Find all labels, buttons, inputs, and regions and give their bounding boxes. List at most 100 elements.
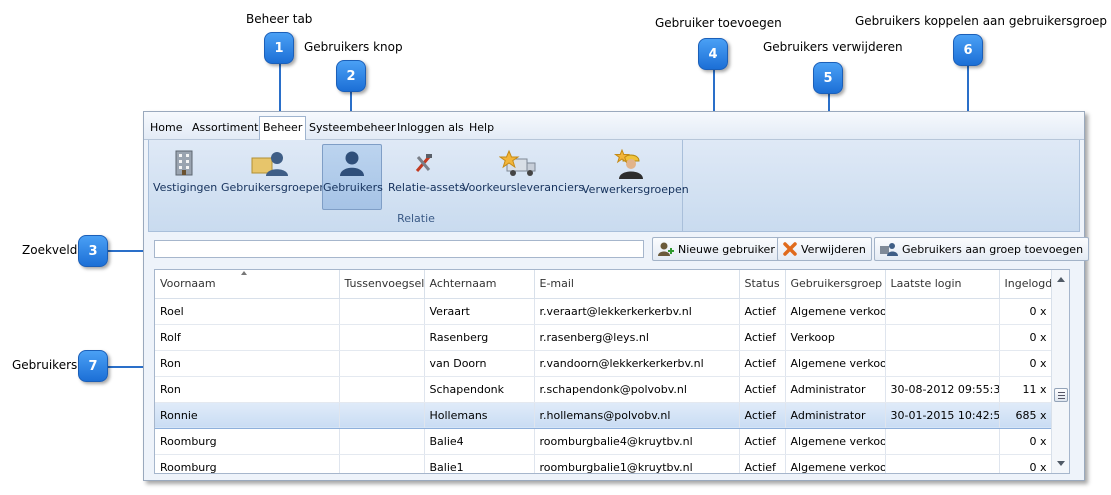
cell-status: Actief bbox=[739, 324, 786, 351]
cell-status: Actief bbox=[739, 376, 786, 403]
cell-voornaam: Ronnie bbox=[155, 401, 340, 429]
ribbon-button-relatie-assets[interactable]: Relatie-assets bbox=[387, 144, 465, 210]
vertical-scrollbar[interactable] bbox=[1051, 270, 1069, 473]
column-header-achternaam[interactable]: Achternaam bbox=[424, 270, 535, 299]
scroll-up-arrow-icon[interactable] bbox=[1057, 277, 1065, 282]
cell-gebruikersgroep: Verkoop bbox=[785, 324, 886, 351]
ribbon-button-verwerkersgroepen[interactable]: Verwerkersgroepen bbox=[581, 144, 689, 210]
column-header-voornaam[interactable]: Voornaam bbox=[155, 270, 340, 299]
cell-achternaam: Balie1 bbox=[424, 454, 535, 473]
table-row[interactable]: Rolf Rasenberg r.rasenberg@leys.nl Actie… bbox=[155, 324, 1053, 351]
cell-status: Actief bbox=[739, 454, 786, 473]
ribbon-button-label: Gebruikersgroepen bbox=[221, 181, 327, 194]
menu-item-systeembeheer[interactable]: Systeembeheer bbox=[309, 121, 396, 134]
cell-voornaam: Roomburg bbox=[155, 454, 340, 473]
delete-user-label: Verwijderen bbox=[801, 242, 866, 256]
search-input[interactable] bbox=[154, 240, 644, 258]
cell-laatste-login: 30-08-2012 09:55:32 bbox=[885, 376, 1000, 403]
cell-status: Actief bbox=[739, 428, 786, 455]
column-header-status[interactable]: Status bbox=[739, 270, 786, 299]
ribbon-button-vestigingen[interactable]: Vestigingen bbox=[152, 144, 217, 210]
callout-label-beheer-tab: Beheer tab bbox=[246, 12, 313, 26]
cell-tussenvoegsel bbox=[339, 298, 425, 325]
users-grid: Voornaam Tussenvoegsel Achternaam E-mail… bbox=[154, 269, 1070, 474]
cell-email: roomburgbalie4@kruytbv.nl bbox=[534, 428, 740, 455]
table-row[interactable]: Roomburg Balie4 roomburgbalie4@kruytbv.n… bbox=[155, 428, 1053, 455]
cell-voornaam: Ron bbox=[155, 376, 340, 403]
cell-ingelogd: 0 x bbox=[999, 298, 1053, 325]
callout-badge-7: 7 bbox=[78, 350, 108, 382]
user-group-link-icon bbox=[880, 243, 898, 256]
delete-user-button[interactable]: Verwijderen bbox=[777, 237, 872, 261]
building-icon bbox=[175, 150, 193, 176]
user-icon bbox=[340, 151, 364, 176]
column-header-email[interactable]: E-mail bbox=[534, 270, 740, 299]
cell-laatste-login bbox=[885, 298, 1000, 325]
cell-tussenvoegsel bbox=[339, 324, 425, 351]
delete-x-icon bbox=[783, 242, 797, 256]
scroll-down-arrow-icon[interactable] bbox=[1057, 461, 1065, 466]
callout-badge-2: 2 bbox=[336, 60, 366, 92]
cell-voornaam: Roomburg bbox=[155, 428, 340, 455]
callout-badge-6: 6 bbox=[953, 34, 983, 66]
cell-status: Actief bbox=[739, 350, 786, 377]
menu-item-help[interactable]: Help bbox=[469, 121, 495, 134]
menu-item-inloggen-als[interactable]: Inloggen als bbox=[397, 121, 464, 134]
ribbon-button-gebruikers[interactable]: Gebruikers bbox=[322, 144, 383, 210]
column-header-ingelogd[interactable]: Ingelogd bbox=[999, 270, 1053, 299]
cell-voornaam: Rolf bbox=[155, 324, 340, 351]
cell-laatste-login bbox=[885, 454, 1000, 473]
cell-tussenvoegsel bbox=[339, 350, 425, 377]
cell-voornaam: Roel bbox=[155, 298, 340, 325]
cell-email: r.hollemans@polvobv.nl bbox=[534, 401, 740, 429]
table-row[interactable]: Ron Schapendonk r.schapendonk@polvobv.nl… bbox=[155, 376, 1053, 403]
truck-star-icon bbox=[499, 149, 536, 176]
cell-laatste-login bbox=[885, 428, 1000, 455]
column-header-tussenvoegsel[interactable]: Tussenvoegsel bbox=[339, 270, 425, 299]
cell-ingelogd: 0 x bbox=[999, 428, 1053, 455]
cell-email: r.rasenberg@leys.nl bbox=[534, 324, 740, 351]
cell-gebruikersgroep: Algemene verkoop bbox=[785, 298, 886, 325]
callout-label-gebruikers: Gebruikers bbox=[12, 358, 78, 372]
ribbon-button-label: Voorkeursleveranciers bbox=[462, 181, 585, 194]
cell-achternaam: Veraart bbox=[424, 298, 535, 325]
menu-item-assortiment[interactable]: Assortiment bbox=[192, 121, 259, 134]
table-row[interactable]: Ron van Doorn r.vandoorn@lekkerkerkerbv.… bbox=[155, 350, 1053, 377]
callout-label-gebruikers-koppelen: Gebruikers koppelen aan gebruikersgroep bbox=[855, 14, 1108, 28]
cell-tussenvoegsel bbox=[339, 376, 425, 403]
cell-ingelogd: 11 x bbox=[999, 376, 1053, 403]
ribbon-button-label: Gebruikers bbox=[323, 181, 383, 194]
add-user-button[interactable]: Nieuwe gebruiker bbox=[652, 237, 781, 261]
callout-leader-3 bbox=[108, 250, 154, 252]
cell-tussenvoegsel bbox=[339, 454, 425, 473]
cell-email: r.schapendonk@polvobv.nl bbox=[534, 376, 740, 403]
column-header-gebruikersgroep[interactable]: Gebruikersgroep bbox=[785, 270, 886, 299]
table-row[interactable]: Roomburg Balie1 roomburgbalie1@kruytbv.n… bbox=[155, 454, 1053, 473]
users-table: Voornaam Tussenvoegsel Achternaam E-mail… bbox=[155, 270, 1053, 473]
cell-achternaam: Rasenberg bbox=[424, 324, 535, 351]
table-row[interactable]: Roel Veraart r.veraart@lekkerkerkerbv.nl… bbox=[155, 298, 1053, 325]
worker-star-icon bbox=[613, 149, 643, 179]
table-row-selected[interactable]: Ronnie Hollemans r.hollemans@polvobv.nl … bbox=[155, 401, 1053, 429]
callout-label-zoekveld: Zoekveld bbox=[22, 243, 78, 257]
ribbon-button-voorkeursleveranciers[interactable]: Voorkeursleveranciers bbox=[461, 144, 584, 210]
table-header-row: Voornaam Tussenvoegsel Achternaam E-mail… bbox=[155, 270, 1053, 299]
add-users-to-group-button[interactable]: Gebruikers aan groep toevoegen bbox=[874, 237, 1090, 261]
cell-laatste-login bbox=[885, 350, 1000, 377]
callout-badge-1: 1 bbox=[264, 32, 294, 64]
cell-ingelogd: 0 x bbox=[999, 454, 1053, 473]
ribbon-button-gebruikersgroepen[interactable]: Gebruikersgroepen bbox=[220, 144, 326, 210]
cell-laatste-login: 30-01-2015 10:42:54 bbox=[885, 401, 1000, 429]
menu-item-beheer[interactable]: Beheer bbox=[259, 116, 307, 141]
menu-item-home[interactable]: Home bbox=[150, 121, 183, 134]
callout-label-gebruikers-verwijderen: Gebruikers verwijderen bbox=[763, 40, 903, 54]
cell-tussenvoegsel bbox=[339, 401, 425, 429]
scroll-thumb[interactable] bbox=[1054, 388, 1068, 402]
cell-achternaam: Schapendonk bbox=[424, 376, 535, 403]
callout-badge-3: 3 bbox=[78, 235, 108, 267]
column-header-laatste-login[interactable]: Laatste login bbox=[885, 270, 1000, 299]
cell-ingelogd: 685 x bbox=[999, 401, 1053, 429]
ribbon-group-label: Relatie bbox=[397, 212, 435, 225]
callout-label-gebruiker-toevoegen: Gebruiker toevoegen bbox=[655, 16, 782, 30]
ribbon-group-relatie: Vestigingen Gebruikersgroepen Gebruikers bbox=[149, 140, 689, 231]
